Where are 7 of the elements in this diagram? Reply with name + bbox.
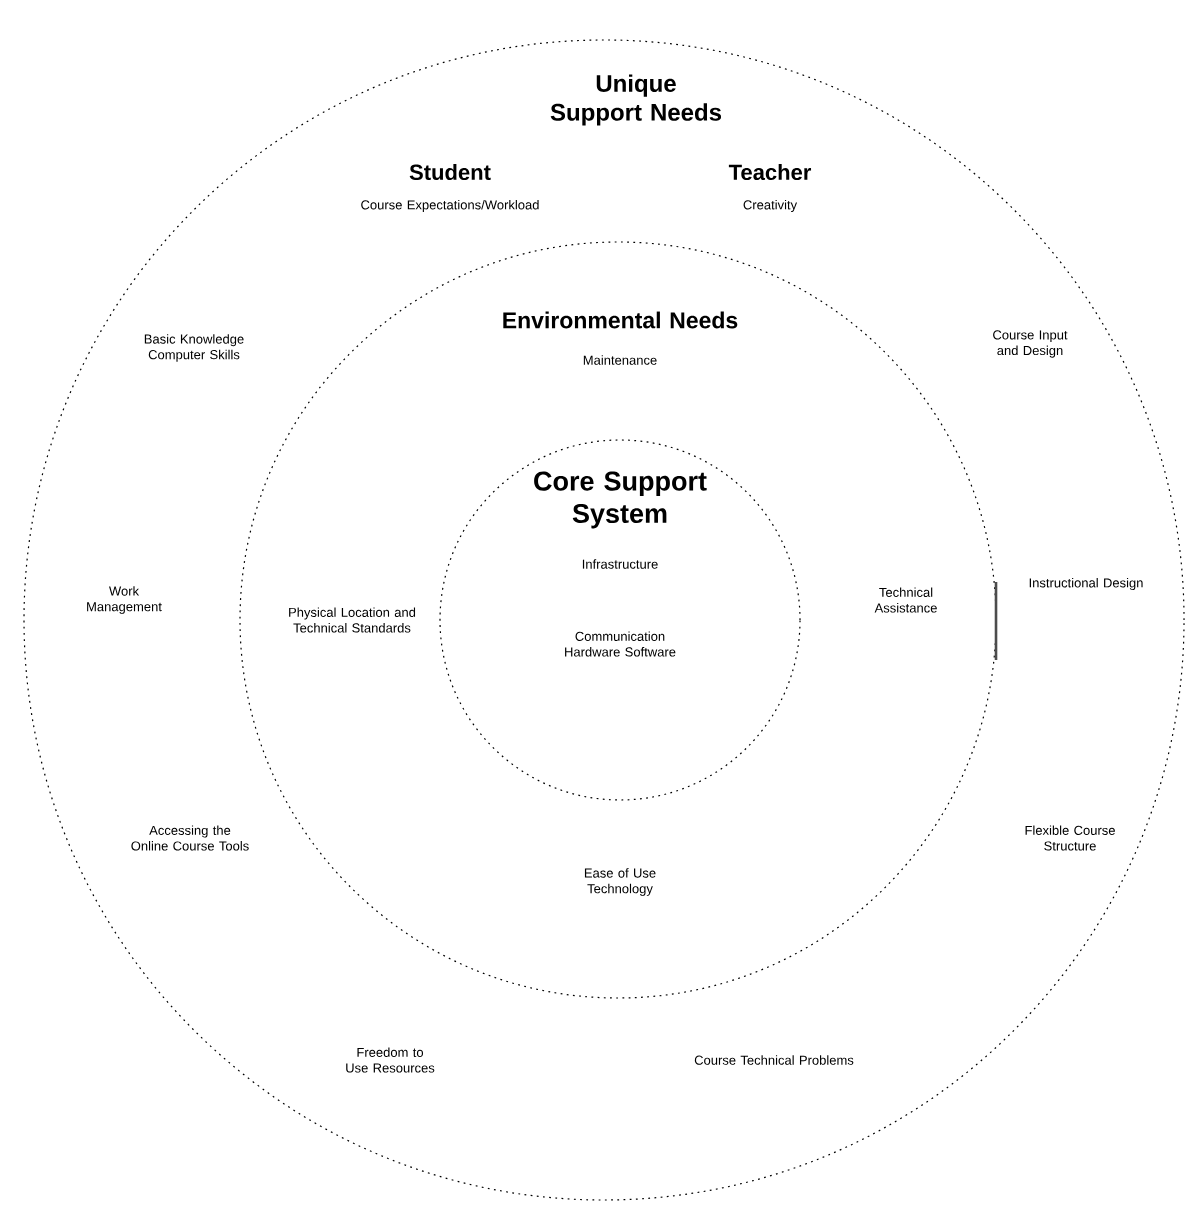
- section-heading: Student: [409, 163, 491, 181]
- circle-heading: Environmental Needs: [503, 311, 738, 329]
- circle-heading: Core Support System: [534, 471, 707, 529]
- dotted-circle: [23, 39, 1185, 1201]
- circle-heading: Unique Support Needs: [550, 74, 721, 126]
- dotted-circle: [439, 439, 801, 801]
- section-heading: Teacher: [728, 163, 812, 181]
